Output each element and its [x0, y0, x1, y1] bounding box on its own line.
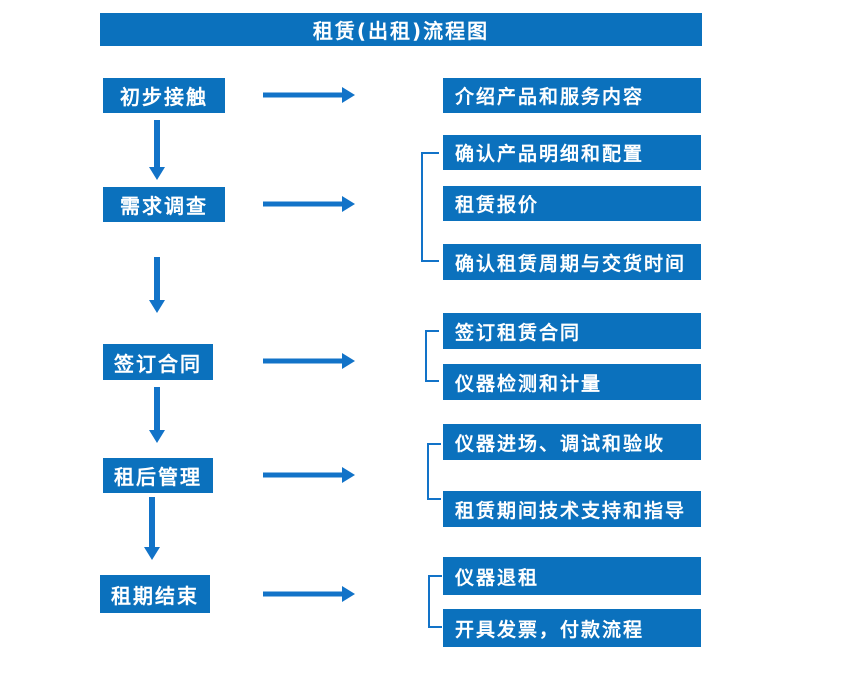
detail-box-confirm-product-config: 确认产品明细和配置 — [443, 135, 701, 170]
group-bracket — [428, 575, 442, 628]
right-arrow-shaft — [263, 201, 343, 207]
group-bracket — [427, 443, 441, 500]
right-arrow-head — [342, 196, 355, 212]
down-arrow-icon — [149, 387, 165, 443]
step-box-lease-end: 租期结束 — [100, 575, 210, 613]
down-arrow-head — [144, 547, 160, 560]
step-box-sign-contract: 签订合同 — [103, 344, 213, 380]
right-arrow-shaft — [263, 591, 343, 597]
right-arrow-icon — [263, 467, 355, 483]
right-arrow-head — [342, 353, 355, 369]
right-arrow-icon — [263, 196, 355, 212]
detail-box-confirm-period-delivery: 确认租赁周期与交货时间 — [443, 244, 701, 280]
detail-box-instrument-setup-acceptance: 仪器进场、调试和验收 — [443, 424, 701, 460]
down-arrow-icon — [144, 497, 160, 560]
flowchart-title: 租赁(出租)流程图 — [100, 13, 702, 46]
right-arrow-shaft — [263, 92, 343, 98]
step-box-post-rental-management: 租后管理 — [103, 458, 213, 493]
right-arrow-icon — [263, 353, 355, 369]
right-arrow-shaft — [263, 472, 343, 478]
down-arrow-shaft — [149, 497, 155, 548]
down-arrow-head — [149, 430, 165, 443]
down-arrow-icon — [149, 257, 165, 313]
detail-box-instrument-return: 仪器退租 — [443, 557, 701, 595]
down-arrow-icon — [149, 120, 165, 180]
detail-box-rental-quote: 租赁报价 — [443, 186, 701, 221]
right-arrow-head — [342, 467, 355, 483]
right-arrow-shaft — [263, 358, 343, 364]
down-arrow-shaft — [154, 387, 160, 431]
right-arrow-head — [342, 586, 355, 602]
down-arrow-shaft — [154, 120, 160, 168]
down-arrow-head — [149, 167, 165, 180]
detail-box-instrument-testing: 仪器检测和计量 — [443, 364, 701, 400]
detail-box-sign-rental-contract: 签订租赁合同 — [443, 313, 701, 349]
right-arrow-icon — [263, 87, 355, 103]
detail-box-introduce-products: 介绍产品和服务内容 — [443, 78, 701, 113]
right-arrow-head — [342, 87, 355, 103]
down-arrow-head — [149, 300, 165, 313]
group-bracket — [425, 330, 439, 382]
step-box-initial-contact: 初步接触 — [103, 78, 225, 113]
right-arrow-icon — [263, 586, 355, 602]
group-bracket — [421, 152, 439, 262]
detail-box-invoice-payment: 开具发票，付款流程 — [443, 609, 701, 647]
step-box-demand-survey: 需求调查 — [103, 187, 225, 222]
down-arrow-shaft — [154, 257, 160, 301]
detail-box-technical-support: 租赁期间技术支持和指导 — [443, 491, 701, 527]
